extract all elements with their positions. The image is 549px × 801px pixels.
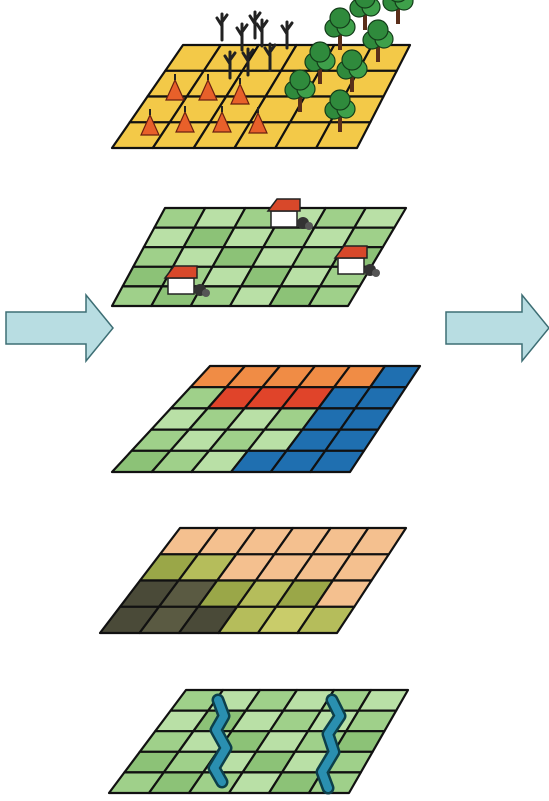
shrub-icon [198, 74, 218, 101]
grid-cell [296, 605, 356, 635]
shrub-icon [175, 106, 195, 133]
tree-icon [304, 41, 336, 84]
right-arrow [445, 292, 549, 364]
tree-icon [284, 69, 316, 112]
house-icon [163, 265, 210, 297]
left-arrow [5, 292, 114, 364]
layer-stack [98, 0, 422, 795]
bare-tree-icon [248, 10, 262, 40]
tree-icon [336, 49, 368, 92]
settlement-layer [110, 198, 408, 308]
tree-icon [324, 7, 356, 50]
grid-cell [315, 121, 372, 150]
bare-tree-icon [215, 12, 229, 42]
shrub-icon [165, 74, 185, 101]
shrub-icon [230, 78, 250, 105]
hydrology-layer [107, 688, 410, 795]
bare-tree-icon [280, 20, 294, 50]
house-icon [266, 198, 313, 230]
tree-icon [324, 89, 356, 132]
tree-icon [362, 19, 394, 62]
grid-cell [309, 449, 366, 474]
bare-tree-icon [255, 18, 269, 48]
tree-icon [382, 0, 414, 24]
grid-cell [307, 285, 361, 308]
bare-tree-icon [223, 50, 237, 80]
shrub-icon [212, 106, 232, 133]
tree-icon [349, 0, 381, 30]
shrub-icon [140, 109, 160, 136]
house-icon [333, 245, 380, 277]
land-use-layer [110, 364, 422, 474]
bare-tree-icon [235, 22, 249, 52]
soil-layer [98, 526, 408, 635]
vegetation-layer [110, 0, 414, 150]
bare-tree-icon [241, 47, 255, 77]
bare-tree-icon [263, 42, 277, 72]
shrub-icon [248, 107, 268, 134]
